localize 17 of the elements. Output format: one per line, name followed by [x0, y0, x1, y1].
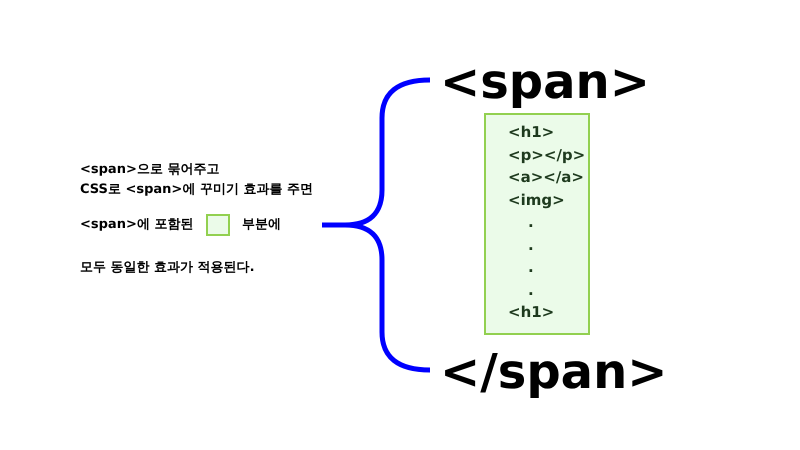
tag-line: .: [527, 280, 535, 300]
tag-line: .: [527, 234, 535, 256]
description-text: 모두 동일한 효과가 적용된다.: [80, 259, 255, 277]
tag-line: <p></p>: [508, 144, 586, 166]
tag-line: <h1>: [508, 122, 556, 143]
description-text: CSS로 <span>에 꾸미기 효과를 주면: [80, 181, 313, 199]
tag-line: .: [527, 212, 535, 233]
description-text: <span>에 포함된: [80, 216, 194, 234]
tag-line: <a></a>: [508, 167, 585, 188]
tag-line: .: [527, 257, 535, 278]
description-text: <span>으로 묶어주고: [80, 161, 220, 179]
description-text: 부분에: [242, 216, 281, 234]
closing-tag: </span>: [440, 348, 668, 396]
tag-line: <img>: [508, 190, 566, 210]
opening-tag: <span>: [440, 58, 650, 106]
tag-line: <h1>: [508, 302, 556, 323]
content-box: [484, 113, 590, 335]
